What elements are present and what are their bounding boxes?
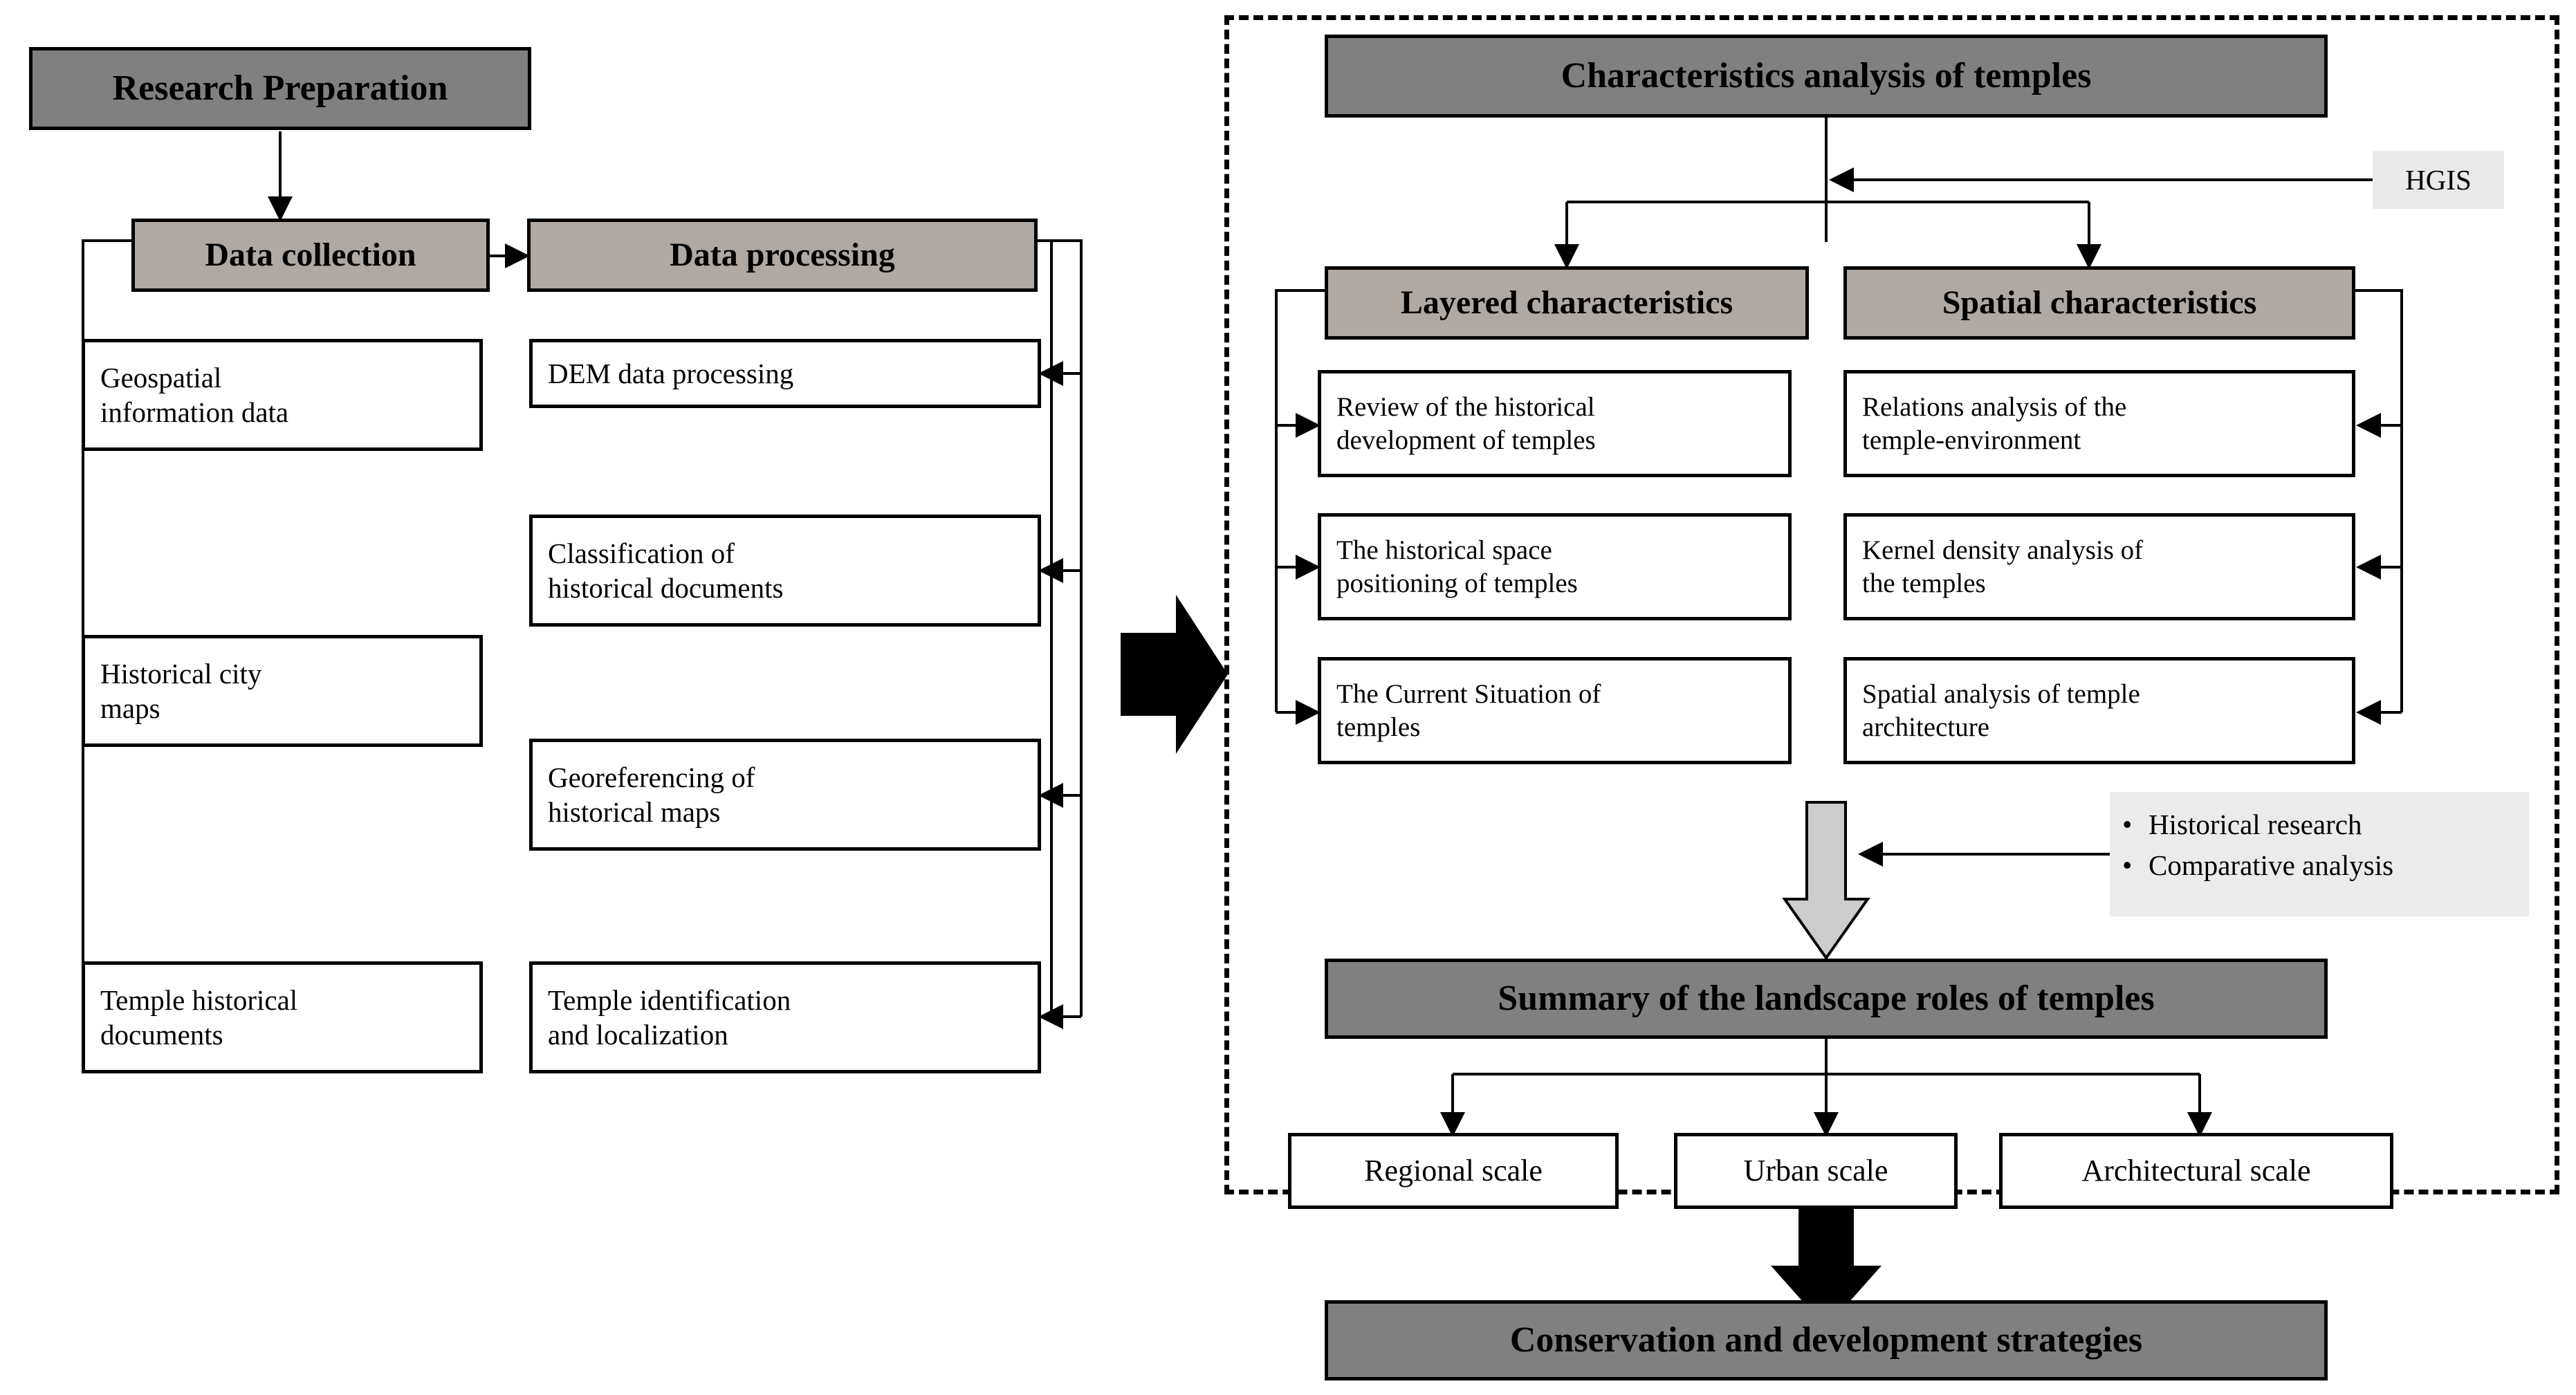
node-label: The historical space positioning of temp… — [1336, 535, 1578, 598]
node-data-processing[interactable]: Data processing — [527, 219, 1038, 292]
list-item: • Comparative analysis — [2122, 845, 2511, 886]
node-research-preparation[interactable]: Research Preparation — [29, 47, 531, 130]
node-layered-characteristics[interactable]: Layered characteristics — [1325, 266, 1809, 340]
block-right-arrow — [1121, 595, 1228, 754]
node-label: Georeferencing of historical maps — [548, 761, 755, 828]
node-classification-of-historical-documents[interactable]: Classification of historical documents — [529, 515, 1041, 627]
node-historical-city-maps[interactable]: Historical city maps — [82, 635, 483, 747]
node-label: Temple historical documents — [100, 983, 298, 1051]
node-label: Spatial characteristics — [1942, 284, 2257, 321]
node-label: Architectural scale — [2081, 1154, 2311, 1188]
methods-list[interactable]: • Historical research • Comparative anal… — [2110, 792, 2529, 916]
node-label: Historical city maps — [100, 657, 262, 724]
node-relations-analysis-temple-environment[interactable]: Relations analysis of the temple-environ… — [1843, 370, 2355, 477]
node-label: Layered characteristics — [1400, 284, 1733, 321]
node-label: Temple identification and localization — [548, 983, 791, 1051]
node-historical-space-positioning[interactable]: The historical space positioning of temp… — [1318, 513, 1792, 620]
node-label: Geospatial information data — [100, 361, 289, 428]
node-label: Kernel density analysis of the temples — [1862, 535, 2144, 598]
bullet-icon: • — [2122, 809, 2133, 840]
node-architectural-scale[interactable]: Architectural scale — [1999, 1133, 2393, 1209]
node-spatial-analysis-temple-architecture[interactable]: Spatial analysis of temple architecture — [1843, 657, 2355, 764]
node-label: Research Preparation — [112, 68, 448, 109]
node-label: Review of the historical development of … — [1336, 391, 1596, 455]
tag-label: HGIS — [2405, 164, 2472, 196]
method-label: Historical research — [2149, 809, 2362, 840]
node-regional-scale[interactable]: Regional scale — [1288, 1133, 1619, 1209]
list-item: • Historical research — [2122, 804, 2511, 845]
node-spatial-characteristics[interactable]: Spatial characteristics — [1843, 266, 2355, 340]
node-label: Regional scale — [1364, 1154, 1543, 1188]
node-label: Summary of the landscape roles of temple… — [1498, 979, 2155, 1019]
node-review-historical-development[interactable]: Review of the historical development of … — [1318, 370, 1792, 477]
node-geospatial-information-data[interactable]: Geospatial information data — [82, 339, 483, 451]
node-georeferencing-of-historical-maps[interactable]: Georeferencing of historical maps — [529, 739, 1041, 851]
node-label: Classification of historical documents — [548, 537, 784, 604]
method-label: Comparative analysis — [2149, 849, 2394, 882]
node-urban-scale[interactable]: Urban scale — [1674, 1133, 1958, 1209]
node-label: Data collection — [205, 236, 416, 273]
node-label: Urban scale — [1743, 1154, 1888, 1188]
node-label: Spatial analysis of temple architecture — [1862, 678, 2140, 742]
bullet-icon: • — [2122, 849, 2133, 882]
tag-hgis[interactable]: HGIS — [2373, 151, 2504, 209]
node-kernel-density-analysis[interactable]: Kernel density analysis of the temples — [1843, 513, 2355, 620]
node-label: Data processing — [670, 236, 895, 273]
node-summary-landscape-roles[interactable]: Summary of the landscape roles of temple… — [1325, 959, 2328, 1039]
node-label: Characteristics analysis of temples — [1561, 56, 2092, 96]
node-label: DEM data processing — [548, 357, 794, 389]
node-temple-historical-documents[interactable]: Temple historical documents — [82, 961, 483, 1073]
node-current-situation-of-temples[interactable]: The Current Situation of temples — [1318, 657, 1792, 764]
node-label: Relations analysis of the temple-environ… — [1862, 391, 2127, 455]
node-temple-identification-and-localization[interactable]: Temple identification and localization — [529, 961, 1041, 1073]
node-conservation-development-strategies[interactable]: Conservation and development strategies — [1325, 1300, 2328, 1380]
node-label: Conservation and development strategies — [1509, 1320, 2143, 1360]
node-characteristics-analysis-of-temples[interactable]: Characteristics analysis of temples — [1325, 35, 2328, 118]
node-dem-data-processing[interactable]: DEM data processing — [529, 339, 1041, 408]
node-label: The Current Situation of temples — [1336, 678, 1601, 742]
node-data-collection[interactable]: Data collection — [131, 219, 490, 292]
